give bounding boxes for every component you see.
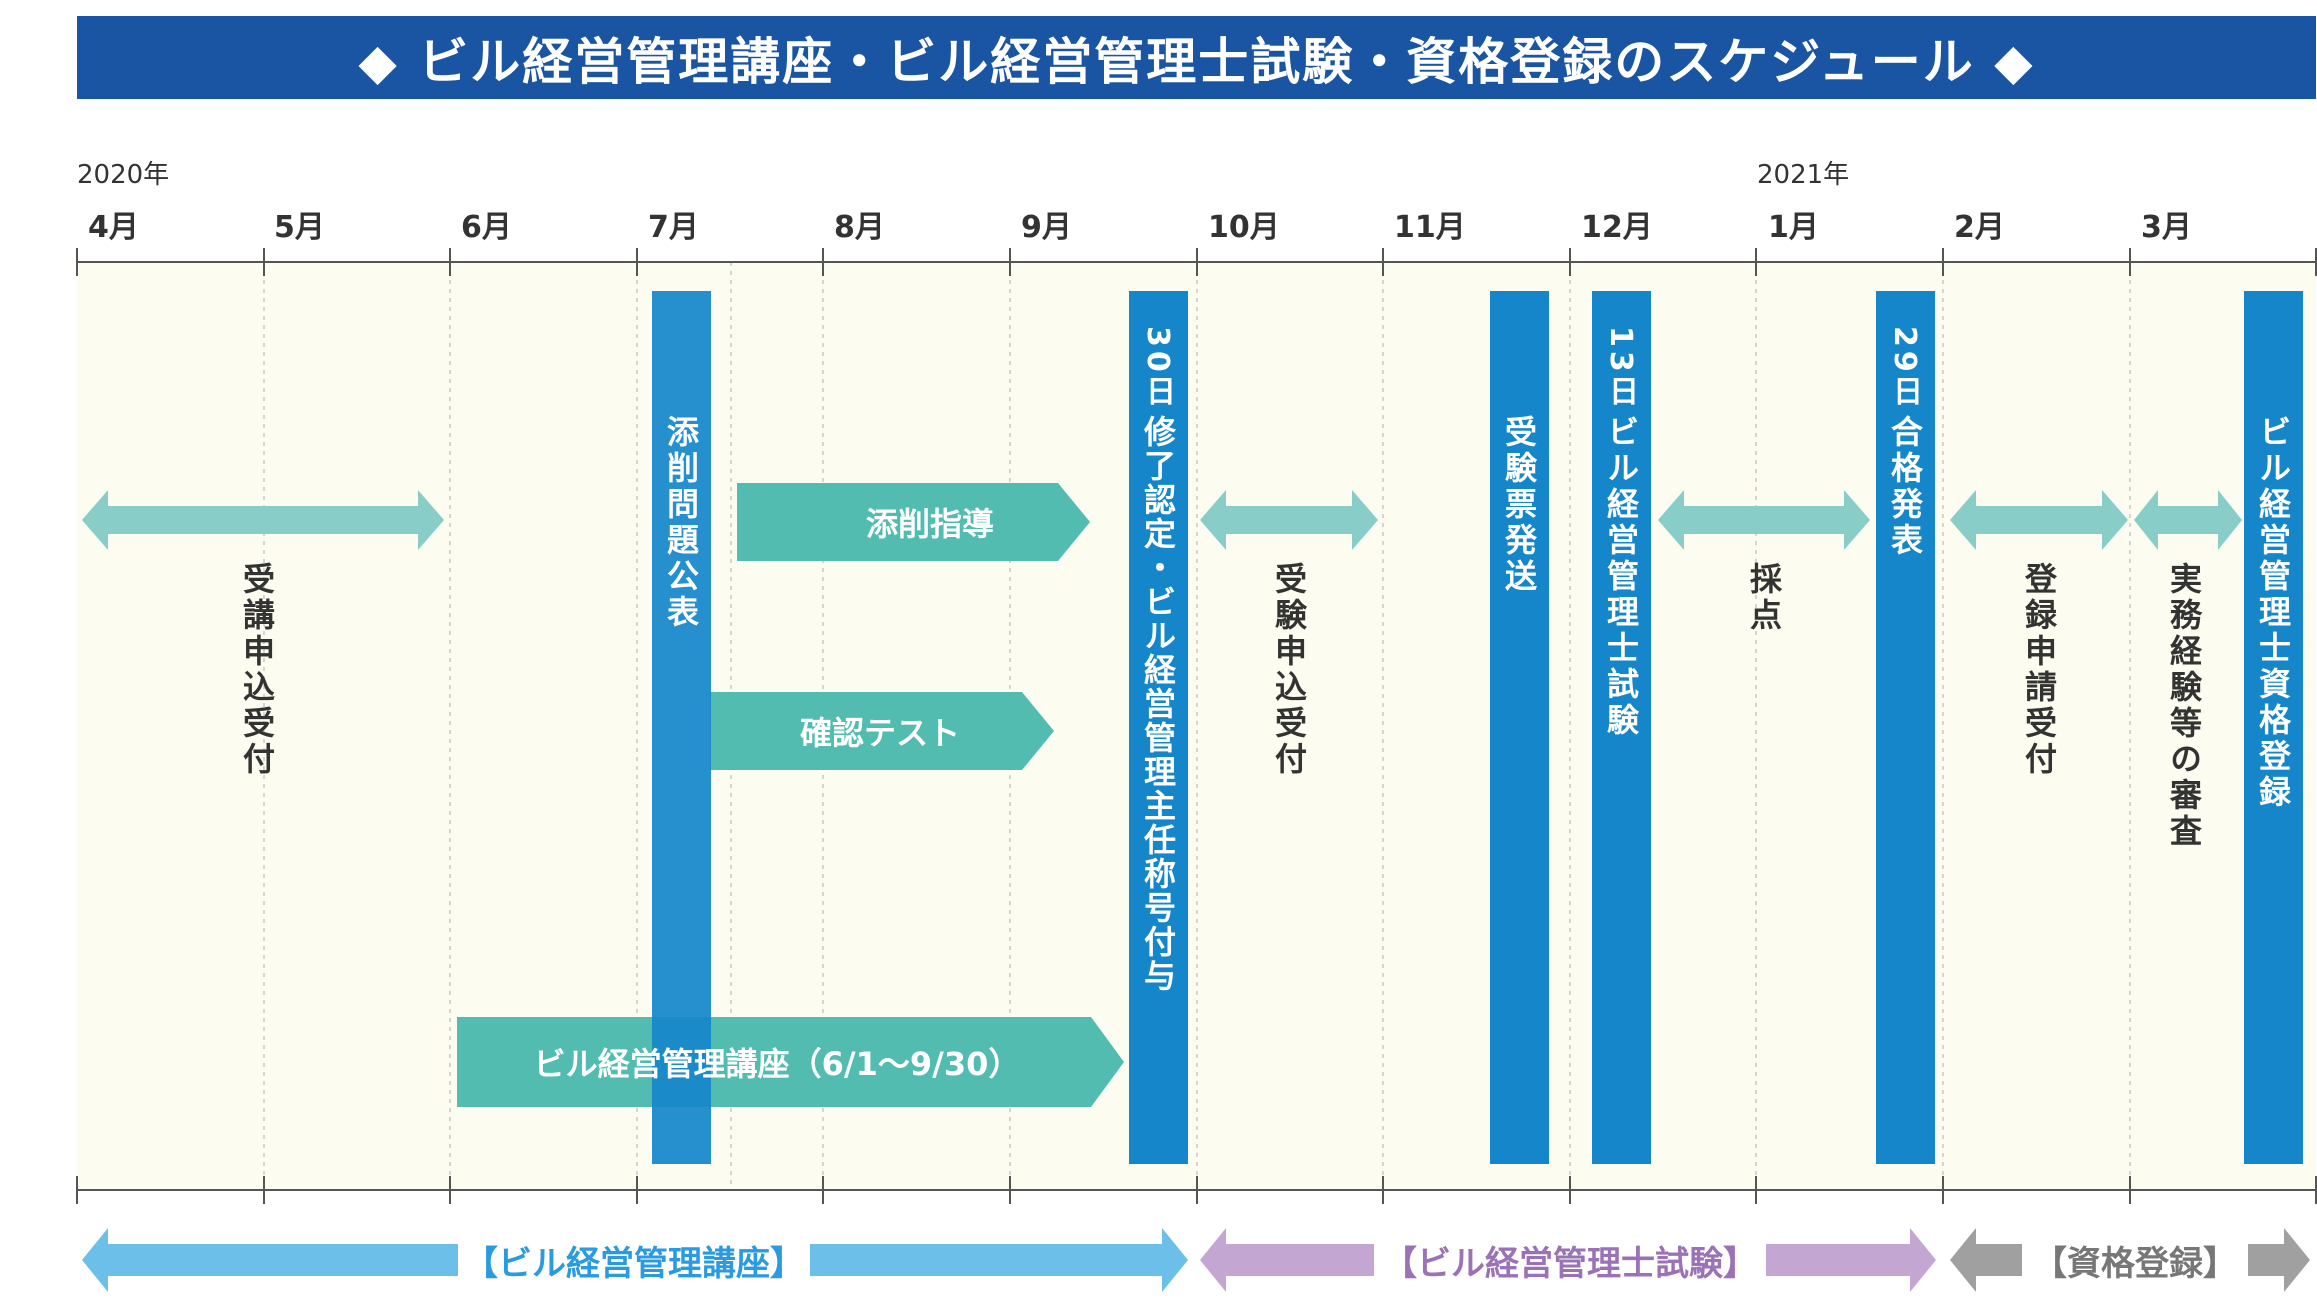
shiken-label: ビル経営管理士試験 [1602,415,1640,739]
schedule-title: ◆ ビル経営管理講座・ビル経営管理士試験・資格登録のスケジュール ◆ [358,32,2035,91]
month-label: 11月 [1394,210,1466,245]
jitsumu-shinsa-arrow [2134,490,2242,550]
kakunin-test-arrow [710,692,1054,770]
toroku-shinsei-arrow [1950,490,2128,550]
shuryo-label: 修了認定・ビル経営管理主任称号付与 [1139,415,1177,993]
section-shiken-label: 【ビル経営管理士試験】 [1374,1238,1766,1284]
month-label: 5月 [274,210,325,245]
month-label: 10月 [1208,210,1280,245]
month-label: 8月 [834,210,885,245]
timeline-background [77,262,2316,1190]
shuryo-bar [1129,291,1188,1164]
month-label: 9月 [1021,210,1072,245]
tensaku-koukai-bar [652,291,711,1164]
month-label: 2月 [1954,210,2005,245]
toroku-label: ビル経営管理士資格登録 [2254,415,2292,811]
month-label: 4月 [88,210,139,245]
toroku-bar [2244,291,2303,1164]
year-label-2021: 2021年 [1757,160,1850,190]
toroku-shinsei-label: 登録申請受付 [2020,562,2058,778]
gokaku-label: 合格発表 [1886,415,1924,559]
juken-moshikomi-arrow [1200,490,1378,550]
koza-moshikomi-arrow [82,490,444,550]
section-toroku-label: 【資格登録】 [2022,1238,2248,1284]
shuryo-date: 30日 [1140,326,1175,410]
shiken-date: 13日 [1603,326,1638,410]
month-label: 1月 [1768,210,1819,245]
jitsumu-shinsa-label: 実務経験等の審査 [2165,562,2203,850]
month-label: 7月 [648,210,699,245]
month-ticks [76,248,2317,1204]
month-gridlines [263,262,2131,1190]
month-label: 6月 [461,210,512,245]
year-label-2020: 2020年 [77,160,170,190]
koza-moshikomi-label: 受講申込受付 [238,562,276,778]
month-label: 12月 [1581,210,1653,245]
section-koza-label: 【ビル経営管理講座】 [458,1238,810,1284]
kakunin-test-label: 確認テスト [799,714,960,752]
gokaku-bar [1876,291,1935,1164]
month-label: 3月 [2141,210,2192,245]
juken-hyo-label: 受験票発送 [1500,415,1538,595]
tensaku-shido-label: 添削指導 [865,505,994,543]
juken-moshikomi-label: 受験申込受付 [1270,562,1308,778]
tensaku-shido-arrow [737,483,1090,561]
saiten-label: 採点 [1745,562,1783,634]
koza-period-label: ビル経営管理講座（6/1～9/30） [533,1045,1021,1083]
juken-hyo-bar [1490,291,1549,1164]
shiken-bar [1592,291,1651,1164]
saiten-arrow [1658,490,1870,550]
schedule-title-banner: ◆ ビル経営管理講座・ビル経営管理士試験・資格登録のスケジュール ◆ [77,16,2316,99]
tensaku-koukai-label: 添削問題公表 [662,415,700,631]
koza-period-arrow [457,1017,1124,1107]
gokaku-date: 29日 [1887,326,1922,410]
